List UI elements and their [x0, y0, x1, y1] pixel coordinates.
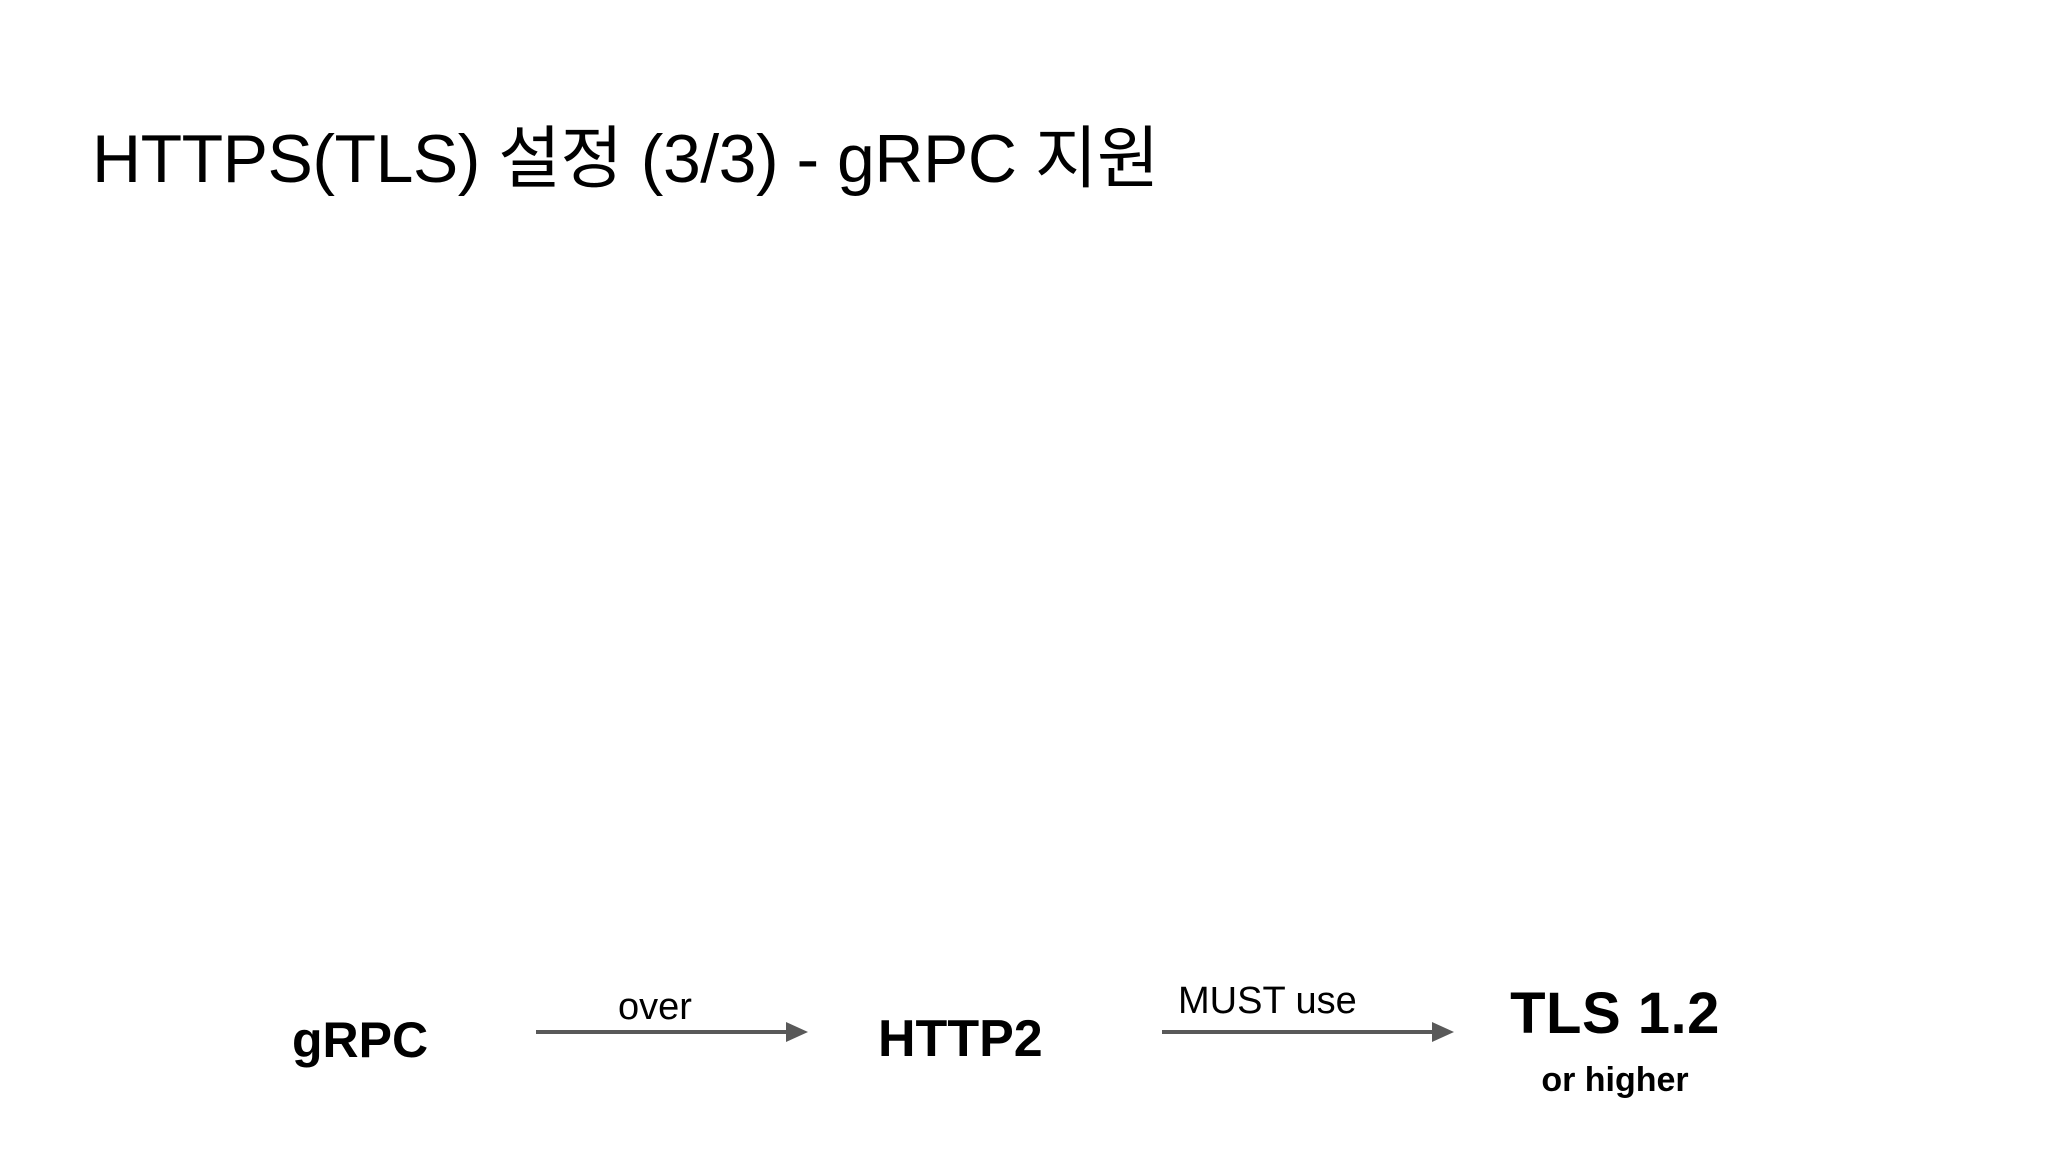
flow-diagram: gRPC over HTTP2 MUST use TLS 1.2 o — [0, 470, 2048, 1097]
arrow-2-label: MUST use — [1178, 980, 1357, 1022]
arrow-1-label: over — [618, 986, 692, 1028]
diagram-node-http2: HTTP2 — [878, 1013, 1043, 1065]
page-title: HTTPS(TLS) 설정 (3/3) - gRPC 지원 — [92, 121, 1159, 197]
diagram-node-tls: TLS 1.2 or higher — [1490, 981, 1740, 1099]
diagram-node-grpc: gRPC — [292, 1015, 428, 1065]
diagram-node-grpc-label: gRPC — [292, 1012, 429, 1068]
diagram-node-tls-label: TLS 1.2 — [1510, 981, 1720, 1046]
diagram-node-tls-sublabel: or higher — [1541, 1061, 1689, 1099]
arrow-right-icon — [536, 1018, 808, 1078]
arrow-right-icon — [1162, 1018, 1454, 1078]
diagram-node-http2-label: HTTP2 — [878, 1010, 1043, 1068]
